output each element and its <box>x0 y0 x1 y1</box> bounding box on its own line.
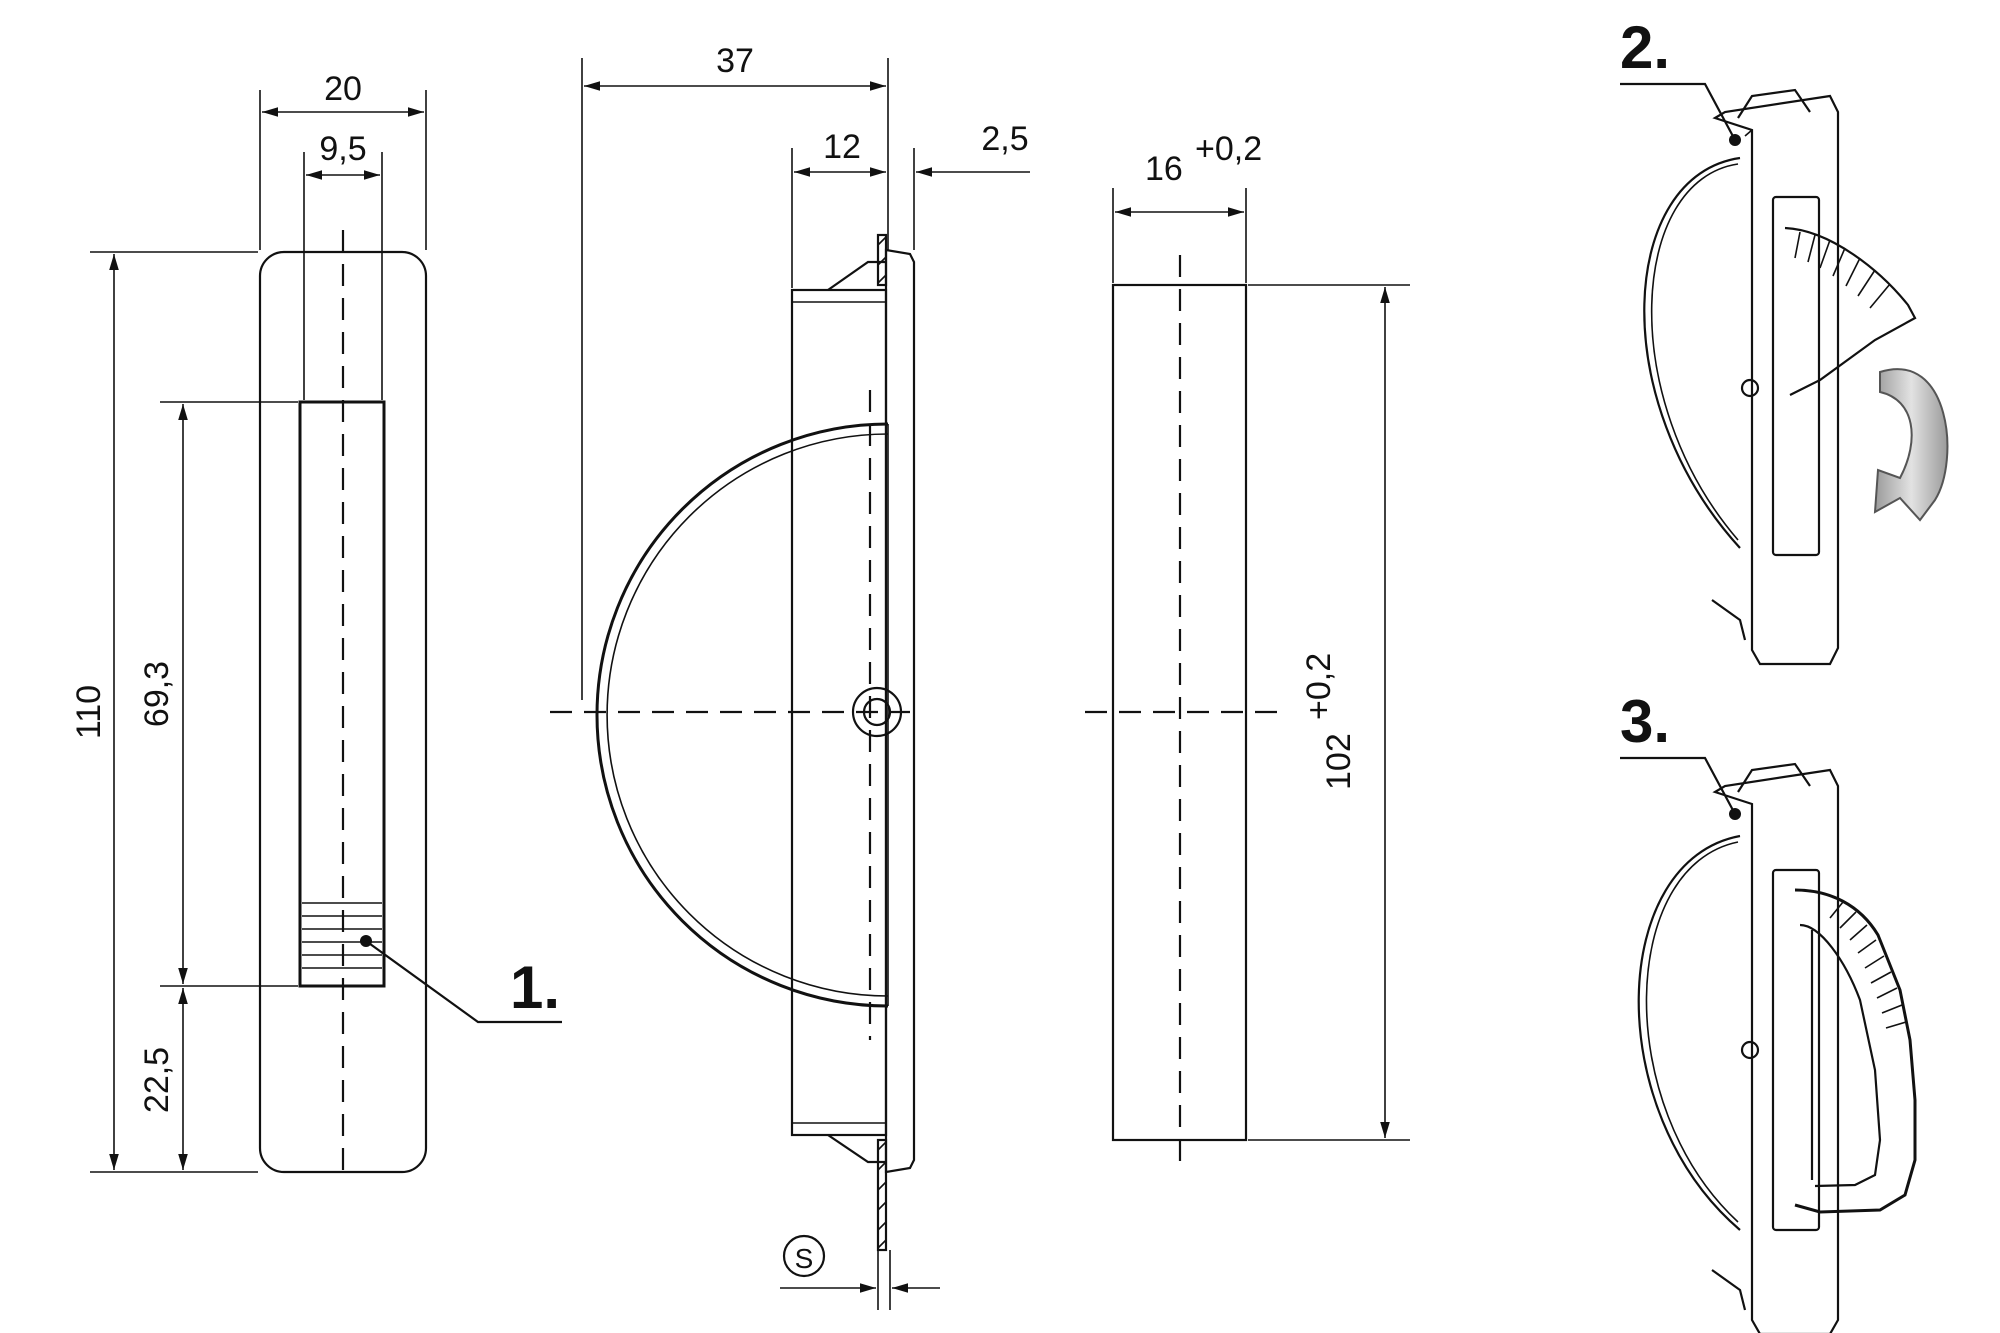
dim-bottom-offset: 22,5 <box>138 1047 176 1113</box>
clip-bottom <box>827 1134 886 1164</box>
dim-grip-length: 69,3 <box>138 661 176 727</box>
dim-cutout-width: 16 <box>1145 150 1183 188</box>
dim-flange-depth: 12 <box>823 128 861 166</box>
iso3-disc <box>1637 834 1741 1231</box>
iso3-clip-top <box>1737 762 1811 793</box>
dim-grip-width: 9,5 <box>319 130 366 168</box>
callout-2-leader <box>1620 82 1736 141</box>
iso2-disc <box>1643 156 1741 549</box>
dim-flange-thickness: 2,5 <box>981 120 1028 158</box>
panel-thickness-symbol <box>782 1234 826 1278</box>
dim-cutout-height-tol: +0,2 <box>1300 653 1338 720</box>
iso-view-opening: 2. <box>1620 14 1949 666</box>
iso3-flange <box>1712 768 1840 1333</box>
panel-section <box>876 233 888 1252</box>
iso2-clip-top <box>1737 88 1811 119</box>
iso2-flange <box>1712 94 1840 666</box>
dim-depth: 37 <box>716 42 754 80</box>
iso2-grip <box>1784 226 1917 396</box>
handle-half-disc <box>595 422 889 1008</box>
dim-front-width: 20 <box>324 70 362 108</box>
cutout-view: 16 +0,2 102 +0,2 <box>1085 130 1410 1170</box>
iso2-slot <box>1771 195 1821 557</box>
iso3-slot <box>1771 868 1821 1232</box>
iso2-grip-ribs <box>1794 231 1891 309</box>
callout-1-leader <box>365 940 562 1024</box>
dim-height: 110 <box>70 685 108 739</box>
callout-3: 3. <box>1620 688 1670 755</box>
front-view: 20 9,5 110 69,3 22,5 1. <box>70 70 562 1180</box>
iso3-grip-ribs <box>1829 901 1907 1029</box>
dim-cutout-width-tol: +0,2 <box>1195 130 1262 168</box>
dim-cutout-height: 102 <box>1320 733 1358 790</box>
callout-3-leader <box>1620 756 1736 815</box>
callout-1: 1. <box>510 954 560 1021</box>
rotate-arrow-icon <box>1873 368 1949 522</box>
iso3-clip-bottom <box>1711 1269 1747 1311</box>
iso2-clip-bottom <box>1711 599 1747 641</box>
callout-2: 2. <box>1620 14 1670 81</box>
iso3-grip <box>1794 888 1917 1214</box>
iso-view-open: 3. <box>1620 688 1917 1333</box>
panel-thickness-label: S <box>795 1243 814 1274</box>
side-view: 37 12 2,5 S <box>550 42 1030 1310</box>
